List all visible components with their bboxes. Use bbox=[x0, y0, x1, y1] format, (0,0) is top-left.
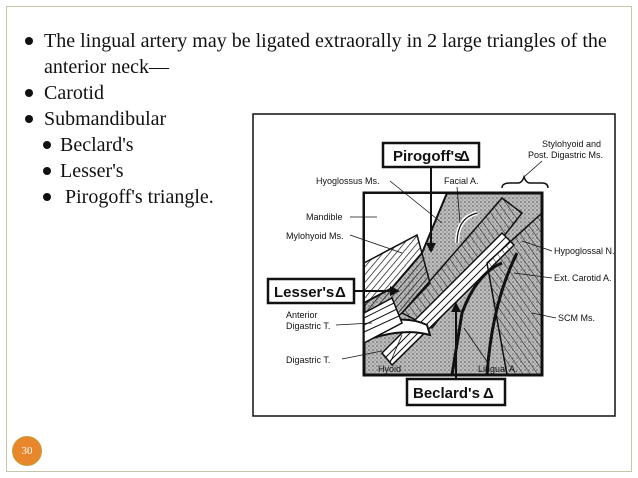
lesser-label: Lesser's bbox=[274, 284, 334, 301]
page-number-badge: 30 bbox=[12, 436, 42, 466]
pointer-ext-carotid bbox=[513, 272, 553, 279]
label-stylohyoid-2: Post. Digastric Ms. bbox=[528, 150, 603, 160]
scm-muscle bbox=[486, 211, 543, 376]
bullet-submandibular: Submandibular bbox=[20, 106, 609, 132]
label-hyoglossus: Hyoglossus Ms. bbox=[316, 176, 380, 186]
bullet-beclard: Beclard's bbox=[20, 132, 609, 158]
pointer-facial bbox=[456, 186, 461, 224]
bullet-text: Pirogoff's triangle. bbox=[60, 186, 214, 208]
beclard-label: Beclard's bbox=[413, 385, 480, 402]
pirogoff-label-box bbox=[381, 141, 481, 169]
bullet-dot bbox=[25, 89, 33, 97]
label-lingual: Lingual A. bbox=[478, 364, 518, 374]
lingual-artery bbox=[450, 261, 503, 376]
bullet-list: The lingual artery may be ligated extrao… bbox=[20, 28, 609, 210]
beclard-arrowhead bbox=[451, 302, 461, 312]
label-anterior-digastric-1: Anterior bbox=[286, 310, 318, 320]
label-ext-carotid: Ext. Carotid A. bbox=[554, 273, 612, 283]
label-stylohyoid-1: Stylohyoid and bbox=[542, 139, 601, 149]
bullet-lingual-artery: The lingual artery may be ligated extrao… bbox=[20, 28, 609, 80]
pointer-hyoid bbox=[389, 334, 403, 364]
label-hyoid: Hyoid bbox=[378, 364, 401, 374]
label-scm: SCM Ms. bbox=[558, 313, 595, 323]
bullet-text: Carotid bbox=[44, 82, 104, 104]
facial-artery-outline bbox=[456, 212, 478, 244]
pointer-anterior-digastric bbox=[335, 322, 373, 326]
bullet-dot bbox=[25, 37, 33, 45]
bullet-dot bbox=[43, 193, 51, 201]
label-hypoglossal: Hypoglossal N. bbox=[554, 246, 615, 256]
label-mylohyoid: Mylohyoid Ms. bbox=[286, 231, 344, 241]
label-anterior-digastric-2: Digastric T. bbox=[286, 321, 330, 331]
beclard-label-box bbox=[405, 377, 507, 407]
pirogoff-label: Pirogoff's bbox=[393, 148, 462, 165]
pointer-hypoglossal bbox=[521, 240, 553, 252]
anterior-digastric-lines bbox=[363, 302, 400, 333]
lesser-arrowhead bbox=[390, 286, 400, 296]
pirogoff-arrowhead bbox=[426, 243, 436, 253]
slide-frame bbox=[6, 6, 632, 472]
beclard-triangle-icon: Δ bbox=[483, 385, 494, 402]
lesser-triangle-icon: Δ bbox=[335, 284, 346, 301]
pointer-hyoglossus bbox=[389, 180, 443, 224]
pointer-digastric-t bbox=[341, 350, 383, 360]
bullet-lesser: Lesser's bbox=[20, 158, 609, 184]
ext-carotid-artery bbox=[485, 252, 519, 376]
bullet-text: The lingual artery may be ligated extrao… bbox=[44, 30, 607, 78]
pointer-stylohyoid bbox=[523, 160, 543, 178]
pointer-mylohyoid bbox=[349, 234, 403, 254]
pirogoff-triangle-icon: Δ bbox=[459, 148, 470, 165]
bullet-pirogoff: Pirogoff's triangle. bbox=[20, 184, 609, 210]
label-facial: Facial A. bbox=[444, 176, 479, 186]
pointer-lingual bbox=[463, 327, 489, 364]
anterior-digastric bbox=[363, 296, 403, 345]
bullet-dot bbox=[43, 141, 51, 149]
bullet-dot bbox=[25, 115, 33, 123]
bullet-text: Lesser's bbox=[60, 160, 124, 182]
bullet-text: Submandibular bbox=[44, 108, 167, 130]
bullet-carotid: Carotid bbox=[20, 80, 609, 106]
neck-triangles-figure: Pirogoff's Δ Lesser's Δ Beclard's Δ Styl… bbox=[252, 113, 616, 417]
label-mandible: Mandible bbox=[306, 212, 343, 222]
pointer-scm bbox=[531, 312, 557, 319]
bullet-text: Beclard's bbox=[60, 134, 134, 156]
bullet-dot bbox=[43, 167, 51, 175]
label-digastric-t: Digastric T. bbox=[286, 355, 330, 365]
